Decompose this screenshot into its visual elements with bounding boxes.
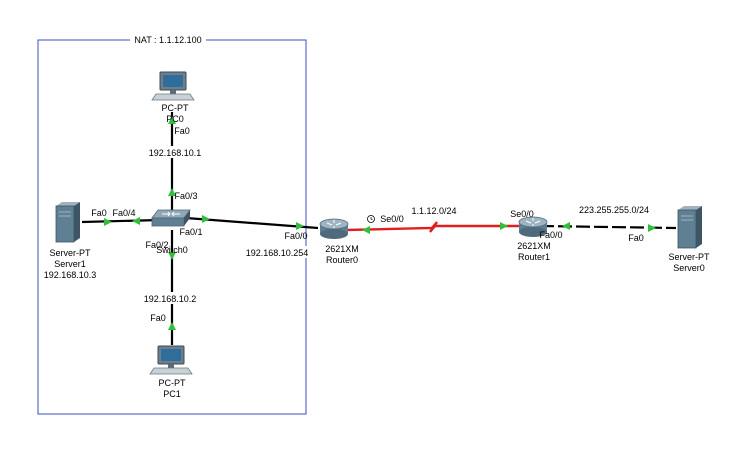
link-light-r0-se00: [362, 226, 370, 234]
router-icon: [518, 216, 548, 237]
desktop-pc-icon: [151, 71, 195, 101]
server-tower-icon: [677, 206, 702, 249]
nat-area-label-bg: [130, 34, 206, 46]
pc1-name-label: PC1: [163, 389, 181, 399]
switch0-device[interactable]: [151, 209, 191, 227]
router0-port-se0-0: Se0/0: [380, 214, 404, 224]
link-light-r1-se00: [500, 222, 508, 230]
router0-lan-ip-bg: [242, 246, 312, 258]
router1-type-label: 2621XM: [517, 241, 551, 251]
router1-device[interactable]: [518, 216, 548, 237]
link-light-sw-fa01: [202, 215, 210, 223]
pc1-ip-bg: [140, 292, 200, 304]
cable-serial-router0-router1[interactable]: [344, 221, 520, 233]
link-light-server1: [104, 218, 112, 226]
router0-port-fa0-0: Fa0/0: [284, 231, 307, 241]
router1-port-fa0-0: Fa0/0: [539, 230, 562, 240]
link-light-server0: [648, 224, 656, 232]
server0-port-fa0: Fa0: [628, 233, 644, 243]
pc0-type-label: PC-PT: [162, 103, 190, 113]
switch0-name-label: Switch0: [156, 245, 188, 255]
clock-icon: [367, 215, 375, 223]
router0-type-label: 2621XM: [325, 244, 359, 254]
pc0-ip-label: 192.168.10.1: [149, 148, 202, 158]
switch-port-fa0-1: Fa0/1: [179, 227, 202, 237]
nat-area-label: NAT : 1.1.12.100: [134, 35, 201, 45]
switch-icon: [151, 209, 191, 227]
link-light-pc0: [168, 116, 176, 124]
link-light-pc1: [168, 322, 176, 330]
pc0-device[interactable]: [151, 71, 195, 101]
link-light-sw-fa04: [132, 217, 140, 225]
pc0-port-fa0: Fa0: [174, 126, 190, 136]
server1-type-label: Server-PT: [49, 248, 91, 258]
switch-port-fa0-3: Fa0/3: [174, 191, 197, 201]
link-light-r1-fa00: [562, 222, 570, 230]
server1-name-label: Server1: [54, 259, 86, 269]
router0-name-label: Router0: [326, 255, 358, 265]
router1-port-se0-0: Se0/0: [510, 209, 534, 219]
server0-type-label: Server-PT: [668, 252, 710, 262]
pc1-ip-label: 192.168.10.2: [144, 294, 197, 304]
public-network-label: 223.255.255.0/24: [579, 205, 649, 215]
server0-name-label: Server0: [673, 263, 705, 273]
link-light-sw-fa03: [168, 188, 176, 196]
serial-network-label: 1.1.12.0/24: [411, 206, 456, 216]
desktop-pc-icon: [149, 345, 193, 375]
pc0-name-label: PC0: [166, 114, 184, 124]
cable-server1-switch[interactable]: [81, 218, 161, 224]
router0-lan-ip-label: 192.168.10.254: [246, 248, 309, 258]
router-icon: [319, 218, 349, 239]
server-tower-icon: [55, 202, 80, 243]
router1-name-label: Router1: [518, 252, 550, 262]
server1-ip-label: 192.168.10.3: [44, 270, 97, 280]
server0-device[interactable]: [677, 206, 702, 249]
switch-port-fa0-2: Fa0/2: [145, 240, 168, 250]
server1-device[interactable]: [55, 202, 80, 243]
router0-device[interactable]: [319, 218, 349, 239]
pc1-device[interactable]: [149, 345, 193, 375]
cable-router1-server0[interactable]: [539, 224, 677, 230]
link-light-r0-fa00: [296, 222, 304, 230]
pc1-port-fa0: Fa0: [150, 313, 166, 323]
pc0-ip-bg: [146, 146, 204, 158]
link-light-sw-fa02: [168, 252, 176, 260]
pc1-type-label: PC-PT: [159, 378, 187, 388]
switch-port-fa0-4: Fa0/4: [112, 208, 135, 218]
server1-port-fa0: Fa0: [91, 208, 107, 218]
